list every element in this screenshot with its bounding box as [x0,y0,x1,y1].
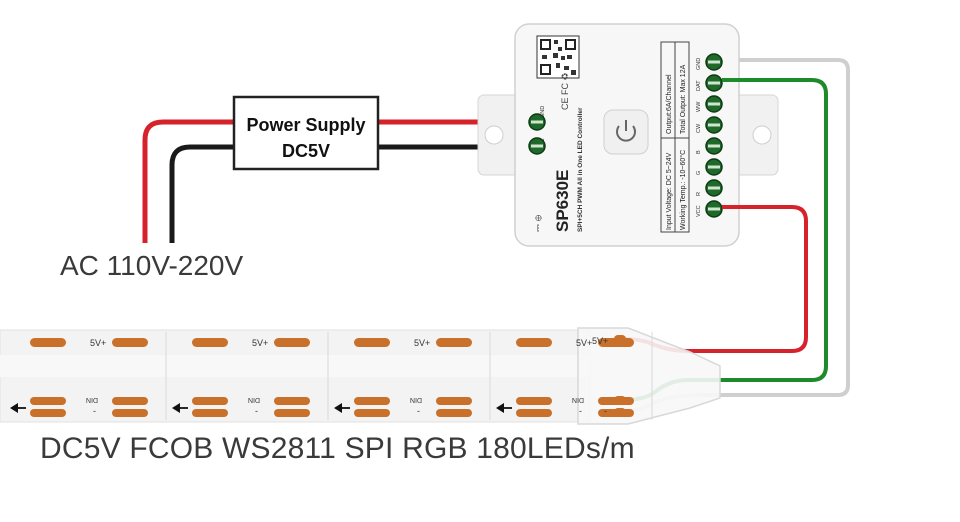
solder-pad [192,409,228,417]
output-pin-label: CW [696,123,702,133]
vplus-mark: 5V+ [252,338,268,348]
ac-input-label: AC 110V-220V [60,250,244,281]
led-strip [0,327,721,425]
output-pin-label: VCC [696,205,702,217]
solder-pad [274,338,310,347]
solder-pad [112,397,148,405]
connector-minus-mark: - [604,406,607,416]
output-pin-label: WW [696,101,702,112]
output-terminal-vcc [705,200,723,218]
direction-arrow-icon [496,403,512,413]
strip-markings: 5V+ DIN - 5V+ DIN - 5V+ DIN - 5V+ DIN - 5V+ - [10,332,653,420]
input-terminal-gnd [528,113,546,131]
controller-model: SP630E [553,170,572,232]
din-mark: DIN [248,396,260,403]
solder-pad [112,338,148,347]
spec-working-temp: Working Temp.: -10~60°C [679,150,687,230]
spec-output-per-channel: Output:6A/Channel [666,74,673,134]
ac-red-wire [142,119,236,243]
solder-pad [274,397,310,405]
outer-sheath-loop [700,58,850,397]
power-supply-box [232,95,380,171]
din-mark: DIN [410,396,422,403]
din-mark: DIN [86,396,98,403]
output-pin-labels: GND DAT WW CW B G R VCC [696,58,702,217]
input-pin-gnd-label: GND [540,106,546,118]
solder-pad [516,409,552,417]
ac-black-wire [169,144,236,243]
solder-pad [192,338,228,347]
minus-mark: - [93,406,96,416]
spec-table [660,41,690,233]
mount-hole-left [484,125,504,145]
qr-code [536,35,580,79]
vplus-mark: 5V+ [576,338,592,348]
connector-pad [614,396,626,404]
connector-pad [614,335,626,344]
solder-pad [436,338,472,347]
solder-pad [192,397,228,405]
power-button [603,109,649,155]
power-supply-line2: DC5V [282,141,330,161]
controller-subtitle: SPI+5CH PWM All in One LED Controller [577,107,584,232]
solder-pad [30,338,66,347]
ce-fc-mark-icon: CE FC ♻ [560,72,570,110]
output-terminals [705,53,723,218]
minus-mark: - [417,406,420,416]
solder-pad [436,397,472,405]
spec-total-output: Total Output: Max 12A [680,64,687,134]
dc-polarity-symbol: ⎓ ⊕ [533,214,544,232]
output-terminal-dat [705,74,723,92]
power-icon [616,120,636,142]
output-terminal-b [705,137,723,155]
strip-cob-band [0,355,590,377]
strip-product-label: DC5V FCOB WS2811 SPI RGB 180LEDs/m [40,432,635,465]
output-pin-label: GND [696,58,702,70]
solder-pad [354,397,390,405]
solder-pad [516,397,552,405]
output-terminal-g [705,158,723,176]
mount-hole-right [752,125,772,145]
direction-arrow-icon [334,403,350,413]
output-pin-label: G [696,171,702,175]
solder-pad [274,409,310,417]
solder-pad [436,409,472,417]
solder-pad [354,338,390,347]
output-terminal-cw [705,116,723,134]
output-pin-label: DAT [696,80,702,91]
solder-pad [516,338,552,347]
output-terminal-ww [705,95,723,113]
solder-pad [30,397,66,405]
direction-arrow-icon [10,403,26,413]
direction-arrow-icon [172,403,188,413]
solder-pad [30,409,66,417]
output-pin-label: B [696,150,702,154]
power-supply-line1: Power Supply [246,115,365,135]
vplus-mark: 5V+ [414,338,430,348]
din-mark: DIN [572,396,584,403]
connector-pad [614,408,626,416]
connector-vplus-mark: 5V+ [592,336,608,346]
vplus-mark: 5V+ [90,338,106,348]
solder-pad [354,409,390,417]
output-terminal-gnd [705,53,723,71]
spec-input-voltage: Input Voltage: DC 5~24V [666,152,673,230]
solder-pad [112,409,148,417]
output-terminal-r [705,179,723,197]
input-terminal-vcc [528,137,546,155]
minus-mark: - [579,406,582,416]
minus-mark: - [255,406,258,416]
output-pin-label: R [696,192,702,196]
